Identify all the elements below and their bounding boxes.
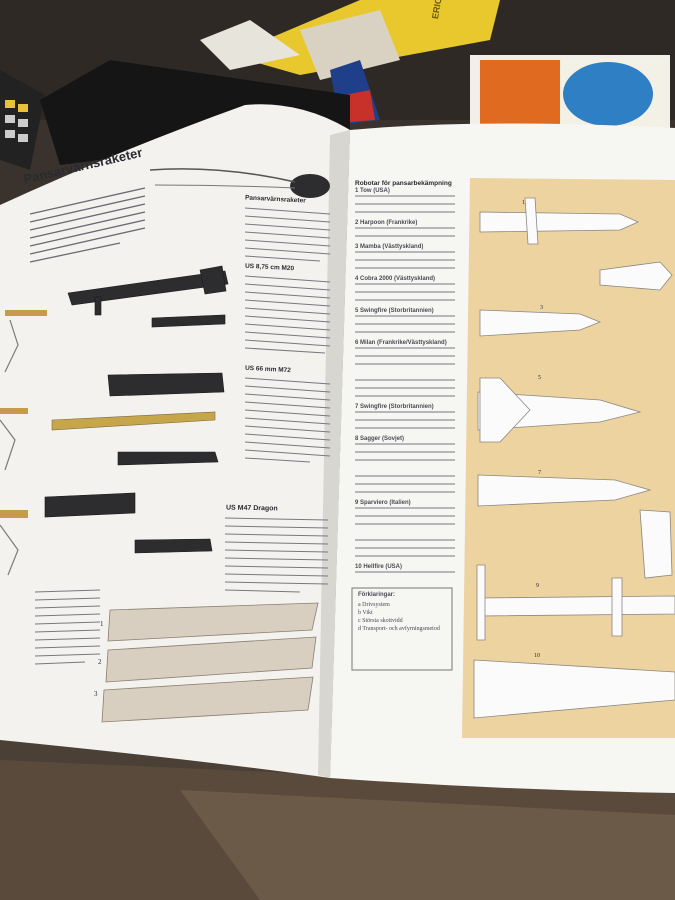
missile-number-10: 10 — [534, 653, 540, 659]
missile-number-3: 3 — [540, 305, 543, 311]
entry-2: 2 Harpoon (Frankrike) — [355, 220, 418, 226]
legend-item-b: b Vikt — [358, 610, 373, 616]
entry-6: 6 Milan (Frankrike/Västtyskland) — [355, 340, 447, 346]
missile-number-7: 7 — [538, 470, 541, 476]
missile-number-9: 9 — [536, 583, 539, 589]
entry-5: 5 Swingfire (Storbritannien) — [355, 308, 434, 314]
entry-9: 9 Sparviero (Italien) — [355, 500, 411, 506]
diagram-label-3: 3 — [94, 690, 98, 698]
legend-title: Förklaringar: — [358, 592, 396, 598]
legend-item-d: d Transport- och avfyrningsmetod — [358, 626, 440, 632]
right-list-title: Robotar för pansarbekämpning — [355, 180, 452, 187]
missile-number-5: 5 — [538, 375, 541, 381]
missile-number-1: 1 — [522, 200, 525, 206]
entry-7: 7 Swingfire (Storbritannien) — [355, 404, 434, 410]
entry-4: 4 Cobra 2000 (Västtyskland) — [355, 276, 436, 282]
entry-1: 1 Tow (USA) — [355, 188, 390, 194]
diagram-label-1: 1 — [100, 620, 104, 628]
diagram-label-2: 2 — [98, 658, 102, 666]
entry-8: 8 Sagger (Sovjet) — [355, 436, 405, 442]
entry-10: 10 Hellfire (USA) — [355, 564, 403, 570]
dragon-heading: US M47 Dragon — [225, 504, 278, 513]
legend-item-a: a Drivsystem — [358, 602, 390, 608]
legend-item-c: c Största skottvidd — [358, 618, 403, 624]
entry-3: 3 Mamba (Västtyskland) — [355, 244, 424, 250]
